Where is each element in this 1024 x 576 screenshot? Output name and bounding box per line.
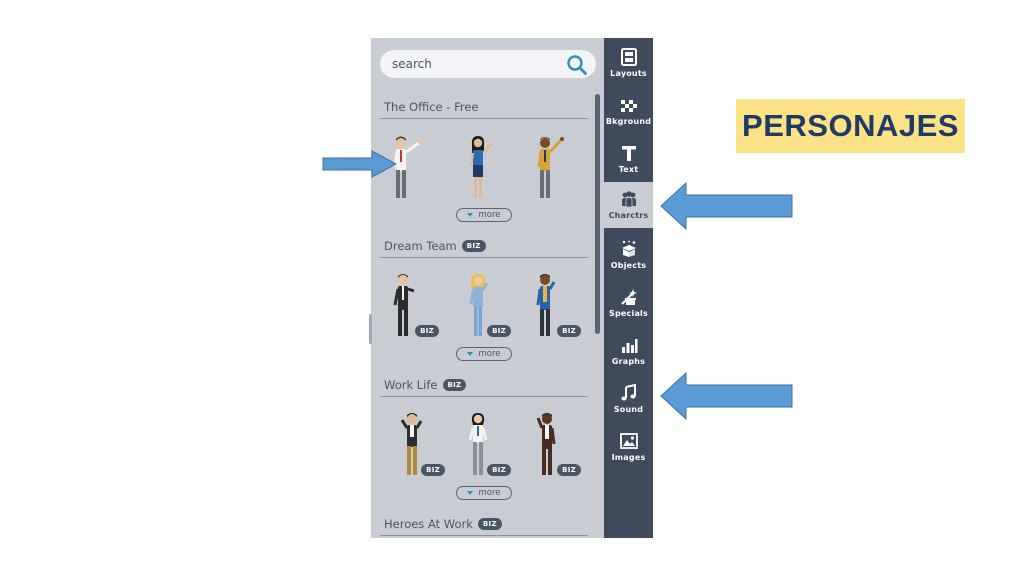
character-work-life-man[interactable]: BIZ bbox=[393, 410, 445, 480]
triangle-down-icon bbox=[467, 352, 474, 356]
scrollbar-thumb[interactable] bbox=[595, 94, 600, 334]
triangle-down-icon bbox=[467, 213, 474, 217]
biz-badge: BIZ bbox=[415, 325, 439, 337]
character-dream-team-woman[interactable]: BIZ bbox=[459, 271, 511, 341]
slide-title: PERSONAJES bbox=[742, 108, 959, 143]
background-icon bbox=[620, 96, 638, 114]
sidebar-item-bkground[interactable]: Bkground bbox=[604, 88, 653, 134]
section-title-work-life: Work Life BIZ bbox=[384, 378, 467, 392]
character-work-life-man-2[interactable]: BIZ bbox=[529, 410, 581, 480]
section-title-text: Work Life bbox=[384, 378, 438, 392]
graphs-icon bbox=[620, 336, 638, 354]
tool-sidebar: Layouts Bkground Text bbox=[604, 38, 653, 538]
biz-badge: BIZ bbox=[442, 379, 467, 391]
more-button-office[interactable]: more bbox=[456, 208, 512, 222]
section-title-text: The Office - Free bbox=[384, 100, 479, 114]
search-icon[interactable] bbox=[566, 54, 588, 76]
biz-badge: BIZ bbox=[557, 325, 581, 337]
biz-badge: BIZ bbox=[487, 464, 511, 476]
section-title-heroes: Heroes At Work BIZ bbox=[384, 517, 502, 531]
section-title-office: The Office - Free bbox=[384, 100, 478, 114]
arrow-left-icon bbox=[660, 372, 793, 420]
triangle-down-icon bbox=[467, 491, 474, 495]
characters-icon bbox=[620, 190, 638, 208]
music-note-icon bbox=[620, 384, 638, 402]
character-dream-team-man-2[interactable]: BIZ bbox=[529, 271, 581, 341]
images-icon bbox=[619, 432, 638, 450]
biz-badge: BIZ bbox=[477, 518, 502, 530]
arrow-right-icon bbox=[322, 150, 398, 178]
section-divider bbox=[380, 257, 588, 258]
section-divider bbox=[380, 118, 588, 119]
search-bar bbox=[380, 50, 596, 78]
sidebar-item-sound[interactable]: Sound bbox=[604, 376, 653, 422]
biz-badge: BIZ bbox=[557, 464, 581, 476]
arrow-left-icon bbox=[660, 182, 793, 230]
search-input[interactable] bbox=[392, 54, 562, 74]
biz-badge: BIZ bbox=[421, 464, 445, 476]
character-dream-team-man[interactable]: BIZ bbox=[387, 271, 439, 341]
character-office-woman[interactable] bbox=[459, 133, 505, 203]
panel-collapse-handle[interactable] bbox=[369, 314, 372, 344]
text-icon bbox=[620, 144, 638, 162]
sidebar-item-charctrs[interactable]: Charctrs bbox=[604, 182, 653, 228]
section-divider bbox=[380, 535, 588, 536]
sidebar-item-graphs[interactable]: Graphs bbox=[604, 328, 653, 374]
section-title-text: Dream Team bbox=[384, 239, 457, 253]
library-panel: The Office - Free bbox=[371, 38, 604, 538]
sidebar-item-layouts[interactable]: Layouts bbox=[604, 40, 653, 86]
title-box: PERSONAJES bbox=[736, 99, 965, 153]
sidebar-item-text[interactable]: Text bbox=[604, 136, 653, 182]
layouts-icon bbox=[620, 48, 638, 66]
biz-badge: BIZ bbox=[487, 325, 511, 337]
section-title-dream-team: Dream Team BIZ bbox=[384, 239, 486, 253]
more-button-work-life[interactable]: more bbox=[456, 486, 512, 500]
character-office-man-2[interactable] bbox=[529, 133, 575, 203]
character-office-man[interactable] bbox=[387, 133, 433, 203]
more-button-dream-team[interactable]: more bbox=[456, 347, 512, 361]
objects-icon bbox=[620, 240, 638, 258]
section-title-text: Heroes At Work bbox=[384, 517, 473, 531]
biz-badge: BIZ bbox=[461, 240, 486, 252]
sidebar-item-objects[interactable]: Objects bbox=[604, 232, 653, 278]
specials-icon bbox=[620, 288, 638, 306]
sidebar-item-images[interactable]: Images bbox=[604, 424, 653, 470]
section-divider bbox=[380, 396, 588, 397]
character-work-life-woman[interactable]: BIZ bbox=[459, 410, 511, 480]
sidebar-item-specials[interactable]: Specials bbox=[604, 280, 653, 326]
